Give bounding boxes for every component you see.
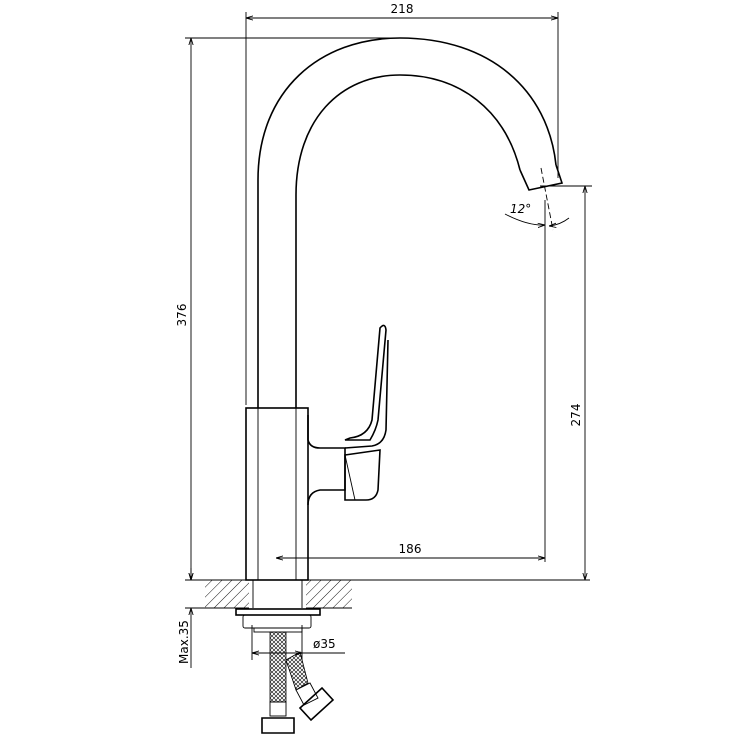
faucet-body xyxy=(245,407,346,581)
reach-label: 186 xyxy=(399,542,422,556)
height-label: 376 xyxy=(175,304,189,327)
width-dimension: 218 xyxy=(245,2,559,405)
hole-diameter-dimension: ø35 xyxy=(251,625,345,660)
height-dimension: 376 xyxy=(175,37,400,580)
counter-thickness-dimension: Max.35 xyxy=(177,568,205,668)
angle-dimension: 12° xyxy=(504,167,570,231)
width-label: 218 xyxy=(391,2,414,16)
spout-height-dimension: 274 xyxy=(540,185,592,580)
countertop-section xyxy=(205,580,352,609)
reach-dimension: 186 xyxy=(276,200,546,562)
spout xyxy=(257,37,564,408)
spout-height-label: 274 xyxy=(569,404,583,427)
angle-label: 12° xyxy=(510,202,531,216)
diameter-label: ø35 xyxy=(313,637,336,651)
max-thickness-label: Max.35 xyxy=(177,620,191,664)
mounting-kit xyxy=(235,608,335,734)
lever-handle[interactable] xyxy=(344,324,389,501)
